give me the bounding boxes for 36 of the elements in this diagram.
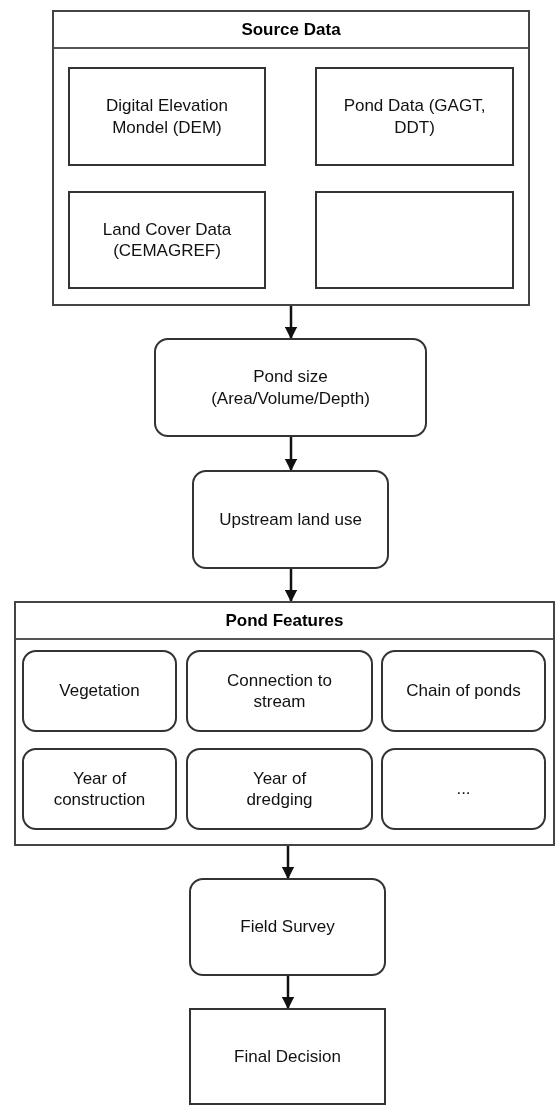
box-label: Pond size (Area/Volume/Depth) <box>210 366 371 409</box>
box-label: Digital Elevation Mondel (DEM) <box>105 95 229 138</box>
box-label: Final Decision <box>233 1045 342 1068</box>
box-label: Land Cover Data (CEMAGREF) <box>101 218 233 262</box>
box-label: Upstream land use <box>218 508 363 531</box>
process-box <box>68 67 266 166</box>
arrow <box>281 846 295 880</box>
process-box <box>381 650 546 732</box>
box-label: ... <box>455 778 472 800</box>
box-label: Vegetation <box>58 680 141 702</box>
box-label: Year of construction <box>52 767 147 811</box>
process-box <box>315 67 514 166</box>
box-label: Chain of ponds <box>405 680 522 702</box>
process-box <box>186 748 373 830</box>
process-box <box>189 1008 386 1105</box>
group-panel <box>52 10 530 306</box>
box-label: Year of dredging <box>245 767 314 811</box>
arrow <box>284 306 298 340</box>
process-box <box>381 748 546 830</box>
group-title: Source Data <box>54 12 528 49</box>
box-label: Field Survey <box>239 916 336 938</box>
arrow <box>284 569 298 603</box>
process-box <box>22 748 177 830</box>
group-panel <box>14 601 555 846</box>
box-label: Pond Data (GAGT, DDT) <box>342 95 487 138</box>
process-box <box>22 650 177 732</box>
arrow <box>281 976 295 1010</box>
empty-box <box>315 191 514 289</box>
arrow <box>284 437 298 472</box>
process-box <box>68 191 266 289</box>
group-title: Pond Features <box>16 603 553 640</box>
box-label: Connection to stream <box>226 669 333 713</box>
process-box <box>189 878 386 976</box>
process-box <box>154 338 427 437</box>
process-box <box>186 650 373 732</box>
process-box <box>192 470 389 569</box>
